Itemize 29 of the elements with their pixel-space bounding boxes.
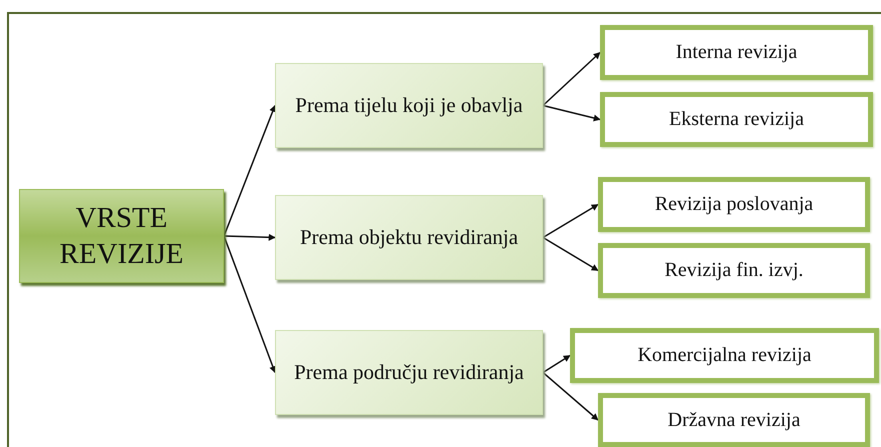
node-label: Revizija fin. izvj.: [664, 259, 804, 282]
node-label: Eksterna revizija: [669, 108, 804, 131]
arrow: [542, 372, 599, 421]
node-label: Prema području revidiranja: [294, 358, 524, 386]
type-box: [600, 25, 873, 80]
type-box: [570, 328, 879, 383]
type-box: [598, 177, 870, 232]
criterion-box: [275, 330, 543, 415]
category-box: [19, 189, 224, 283]
criterion-box: [275, 195, 543, 280]
node-label: Državna revizija: [668, 408, 800, 432]
node-label: Prema tijelu koji je obavlja: [295, 92, 523, 119]
arrow: [223, 104, 276, 236]
node-label: Komercijalna revizija: [638, 344, 812, 367]
arrow: [223, 236, 276, 374]
node-label: VRSTE REVIZIJE: [58, 200, 185, 272]
type-box: [600, 92, 873, 147]
node-label: Interna revizija: [676, 41, 798, 64]
arrow: [542, 52, 601, 106]
arrow: [224, 234, 276, 241]
criterion-box: [275, 63, 543, 148]
arrow: [542, 104, 601, 122]
arrow: [542, 204, 599, 238]
node-label: Prema objektu revidiranja: [300, 224, 518, 251]
node-label: Revizija poslovanja: [654, 193, 814, 216]
type-box: [598, 393, 870, 447]
arrow: [542, 236, 599, 272]
arrow: [542, 354, 571, 374]
type-box: [598, 243, 870, 298]
